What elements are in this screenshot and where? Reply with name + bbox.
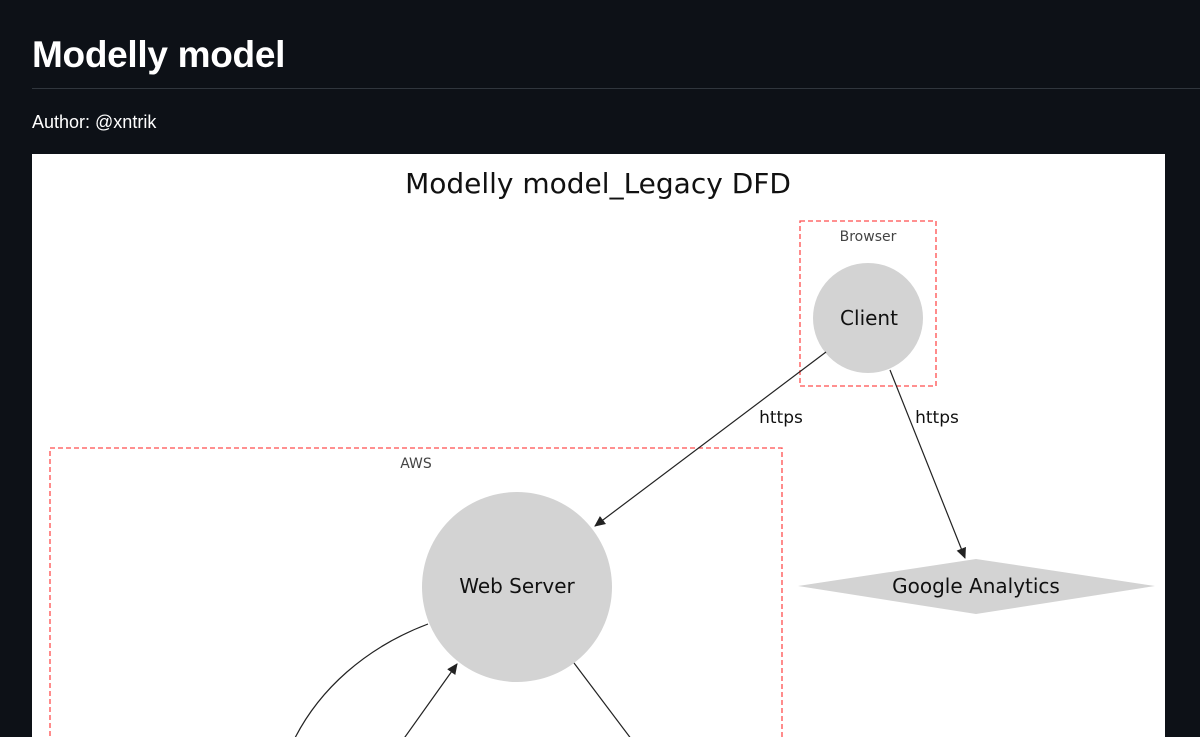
dfd-diagram: Modelly model_Legacy DFD Browser AWS Cli… <box>32 154 1165 737</box>
edge-label-client-to-web-server: https <box>759 408 803 428</box>
client-node-label: Client <box>840 306 898 330</box>
author-line: Author: @xntrik <box>32 112 157 132</box>
edge-client-to-web-server <box>594 351 827 527</box>
aws-boundary-label: AWS <box>400 456 432 472</box>
diagram-title: Modelly model_Legacy DFD <box>405 167 791 200</box>
edge-label-client-to-google-analytics: https <box>915 408 959 428</box>
page-title: Modelly model <box>32 34 286 75</box>
browser-boundary <box>799 220 937 387</box>
edge-web-server-outgoing-right <box>573 662 631 737</box>
title-divider <box>32 88 1200 89</box>
client-node <box>813 263 923 373</box>
browser-boundary-label: Browser <box>840 229 897 245</box>
google-analytics-node <box>798 559 1155 614</box>
aws-boundary <box>49 447 783 737</box>
edge-web-server-outgoing-left <box>294 623 429 737</box>
edge-client-to-google-analytics <box>889 369 966 559</box>
google-analytics-node-label: Google Analytics <box>892 574 1060 598</box>
dfd-diagram-svg: Modelly model_Legacy DFD Browser AWS Cli… <box>49 167 1155 737</box>
web-server-node-label: Web Server <box>459 574 575 598</box>
web-server-node <box>422 492 612 682</box>
edge-incoming-to-web-server <box>404 663 458 737</box>
